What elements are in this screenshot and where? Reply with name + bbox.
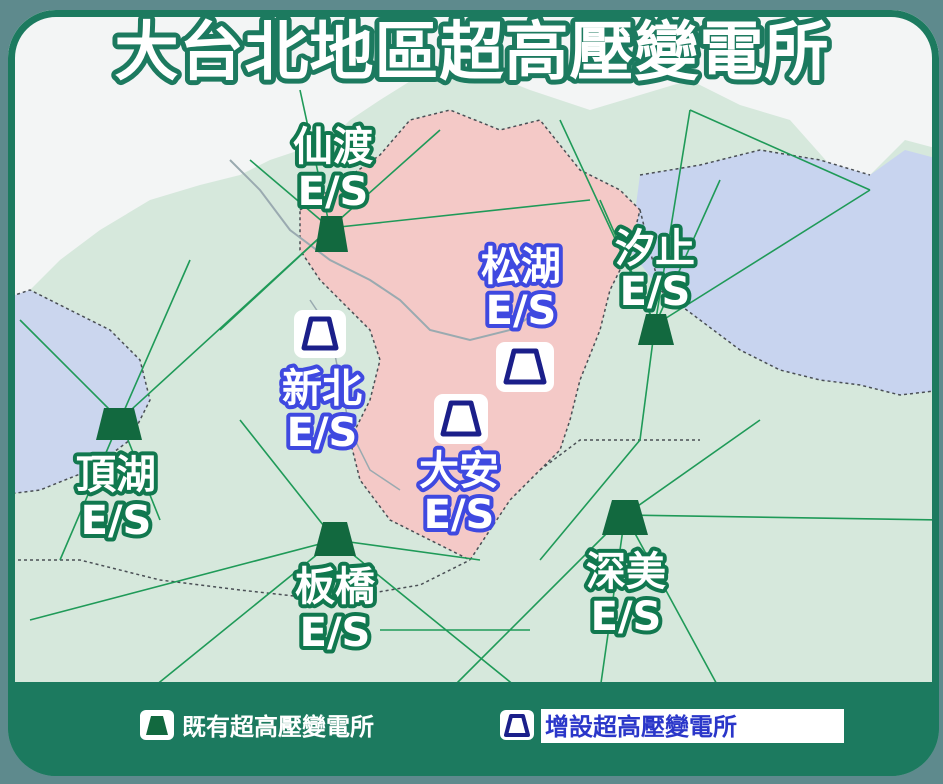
xizhi-type: E/S <box>620 269 691 315</box>
taoyuan-region <box>8 290 150 495</box>
legend-new: 增設超高壓變電所 <box>500 709 844 743</box>
xizhi-name: 汐止 <box>615 226 695 272</box>
legend-existing-label: 既有超高壓變電所 <box>182 713 374 741</box>
legend-new-highlight <box>541 709 844 743</box>
legend: 既有超高壓變電所 增設超高壓變電所 <box>140 709 844 743</box>
songhu-name: 松湖 <box>481 244 561 290</box>
banqiao-name: 板橋 <box>295 564 375 610</box>
transmission-lines <box>19 89 939 691</box>
keelung-border <box>639 149 939 396</box>
trapezoid-filled-icon <box>146 716 168 735</box>
district-border <box>8 439 700 601</box>
dinghu-type: E/S <box>81 498 152 544</box>
xiandu-station-icon <box>315 216 348 252</box>
xizhi-station-icon <box>638 314 674 345</box>
banqiao-station-icon <box>314 522 356 556</box>
map-title: 大台北地區超高壓變電所 <box>115 16 830 90</box>
shenmei-station-icon <box>602 500 648 535</box>
daan-type: E/S <box>424 492 495 538</box>
xinbei-station-icon <box>294 310 346 358</box>
shenmei-name: 深美 <box>586 549 666 595</box>
trapezoid-outline-icon <box>504 714 530 737</box>
station-labels: 仙渡 E/S 汐止 E/S 松湖 E/S 新北 E/S 大安 E/S 頂湖 E/… <box>72 120 699 660</box>
taoyuan-border <box>8 289 151 496</box>
daan-station-icon <box>434 394 488 444</box>
station-icons <box>96 216 674 556</box>
shenmei-type: E/S <box>591 594 662 640</box>
legend-existing: 既有超高壓變電所 <box>140 710 374 741</box>
legend-new-label: 增設超高壓變電所 <box>545 713 737 741</box>
dinghu-station-icon <box>96 408 142 440</box>
xiandu-name: 仙渡 <box>293 124 373 170</box>
river <box>229 159 541 342</box>
keelung-region <box>630 150 939 395</box>
banqiao-type: E/S <box>300 610 371 656</box>
xiandu-type: E/S <box>298 169 369 215</box>
sea-area <box>8 10 939 310</box>
daan-name: 大安 <box>419 448 499 494</box>
songhu-type: E/S <box>486 288 557 334</box>
songhu-station-icon <box>496 342 554 392</box>
xinbei-type: E/S <box>287 410 358 456</box>
xinbei-name: 新北 <box>282 366 362 412</box>
dinghu-name: 頂湖 <box>76 452 156 498</box>
